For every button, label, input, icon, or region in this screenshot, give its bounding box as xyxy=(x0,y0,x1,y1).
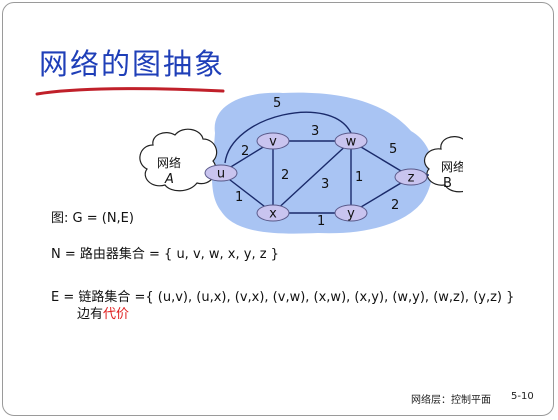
router-label-u: u xyxy=(217,167,225,182)
edge-cost-y-z: 2 xyxy=(391,198,399,213)
router-label-x: x xyxy=(269,207,277,222)
edge-cost-v-w: 3 xyxy=(311,124,319,139)
edge-u-w xyxy=(224,111,352,164)
router-label-v: v xyxy=(269,135,277,150)
edge-x-w xyxy=(272,140,352,214)
router-node-y: y xyxy=(334,204,368,222)
node-set-definition: N = 路由器集合 = { u, v, w, x, y, z } xyxy=(51,247,279,262)
router-node-v: v xyxy=(256,132,290,150)
node-layer: u v w x y z xyxy=(204,132,428,222)
edge-cost-note: 边有代价 xyxy=(77,303,129,322)
graph-definition: 图: G = (N,E) xyxy=(51,211,134,226)
edge-cost-w-z: 5 xyxy=(389,142,397,157)
edge-cost-u-w: 5 xyxy=(273,96,281,111)
router-node-u: u xyxy=(204,164,238,182)
cloud-b-line1: 网络 xyxy=(441,159,463,174)
edge-set-definition: E = 链路集合 ={ (u,v), (u,x), (v,x), (v,w), … xyxy=(51,290,515,305)
edge-cost-u-v: 2 xyxy=(241,144,249,159)
router-node-z: z xyxy=(394,168,428,186)
edge-cost-x-y: 1 xyxy=(317,214,325,229)
edge-cost-v-x: 2 xyxy=(281,168,289,183)
router-label-w: w xyxy=(346,135,357,150)
router-node-x: x xyxy=(256,204,290,222)
title-underline xyxy=(35,87,225,96)
edge-cost-u-x: 1 xyxy=(235,190,243,205)
edge-cost-highlight: 代价 xyxy=(103,307,130,322)
footer-section: 网络层：控制平面 xyxy=(411,395,491,406)
edge-label-layer: 2 1 5 2 3 3 1 1 5 2 xyxy=(235,96,399,229)
network-region xyxy=(212,92,433,234)
network-graph: 2 1 5 2 3 3 1 1 5 2 u v w x y z 网络 A 网络 B xyxy=(139,92,463,234)
slide: 网络的图抽象 2 1 5 2 3 3 1 1 5 2 u v w x y z 网络 A 网络 B 图: G … xyxy=(2,2,554,416)
edge-cost-w-y: 1 xyxy=(355,170,363,185)
edge-cost-prefix: 边有 xyxy=(77,307,104,322)
slide-title: 网络的图抽象 xyxy=(39,47,226,81)
router-label-y: y xyxy=(347,207,355,222)
cloud-a-line1: 网络 xyxy=(157,155,181,170)
cloud-network-b xyxy=(424,136,463,193)
cloud-a-line2: A xyxy=(164,172,174,187)
edge-cost-x-w: 3 xyxy=(321,177,329,192)
router-node-w: w xyxy=(334,132,368,150)
cloud-b-line2: B xyxy=(443,176,452,191)
router-label-z: z xyxy=(408,171,415,186)
footer-page-number: 5-10 xyxy=(511,391,534,402)
